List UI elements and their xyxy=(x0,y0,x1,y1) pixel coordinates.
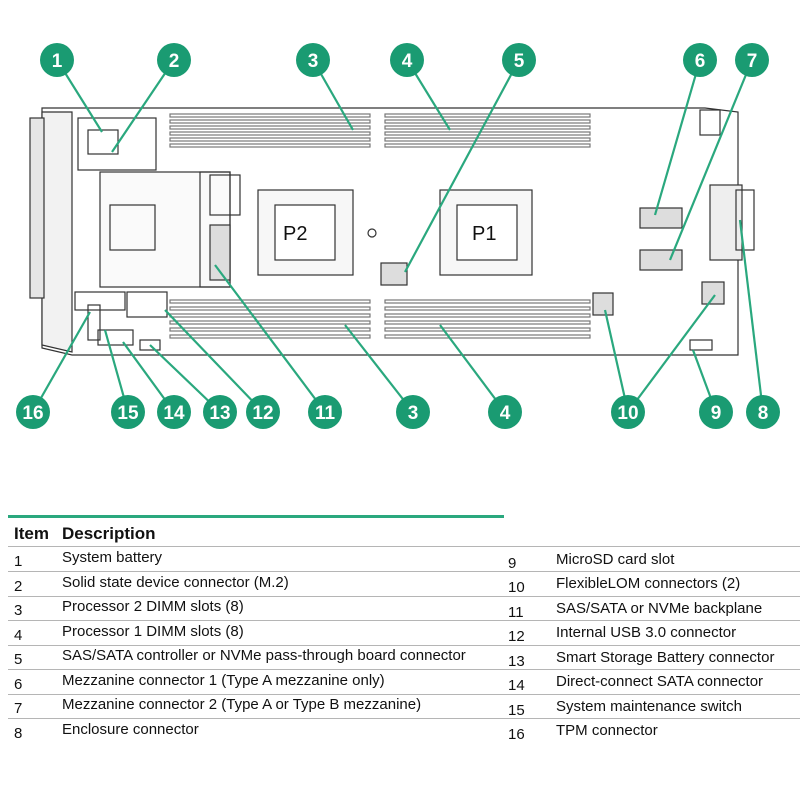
callout-1: 1 xyxy=(40,43,74,77)
dimm-slots-p2-bottom xyxy=(169,299,371,339)
callout-9: 9 xyxy=(699,395,733,429)
callout-2: 2 xyxy=(157,43,191,77)
processor-2-label: P2 xyxy=(283,223,307,245)
callout-3-top: 3 xyxy=(296,43,330,77)
callout-10: 10 xyxy=(611,395,645,429)
legend-header-rule xyxy=(8,515,504,518)
callout-3-bottom: 3 xyxy=(396,395,430,429)
svg-text:12: 12 xyxy=(252,403,273,424)
legend-header-description: Description xyxy=(62,524,156,543)
svg-text:8: 8 xyxy=(758,403,769,424)
svg-text:5: 5 xyxy=(514,51,525,72)
dimm-slots-p1-bottom xyxy=(384,299,591,339)
svg-text:15: 15 xyxy=(117,403,139,424)
callout-4-bottom: 4 xyxy=(488,395,522,429)
svg-text:3: 3 xyxy=(408,403,419,424)
callout-11: 11 xyxy=(308,395,342,429)
callout-4-top: 4 xyxy=(390,43,424,77)
svg-text:1: 1 xyxy=(52,51,63,72)
svg-text:7: 7 xyxy=(747,51,758,72)
drive-cage xyxy=(99,171,231,288)
legend-header-item: Item xyxy=(14,524,49,543)
callout-7: 7 xyxy=(735,43,769,77)
board-outline xyxy=(41,107,739,356)
svg-text:9: 9 xyxy=(711,403,722,424)
callout-15: 15 xyxy=(111,395,145,429)
svg-text:6: 6 xyxy=(695,51,706,72)
system-board-diagram: P2 P1 1 2 3 4 5 6 7 16 15 14 13 12 11 3 … xyxy=(16,43,780,429)
svg-text:14: 14 xyxy=(163,403,185,424)
front-bezel xyxy=(41,111,73,353)
dimm-slots-p2-top xyxy=(169,113,371,148)
processor-1-label: P1 xyxy=(472,223,496,245)
callout-13: 13 xyxy=(203,395,237,429)
callout-5: 5 xyxy=(502,43,536,77)
svg-text:10: 10 xyxy=(617,403,638,424)
callout-14: 14 xyxy=(157,395,191,429)
svg-text:13: 13 xyxy=(209,403,230,424)
svg-text:4: 4 xyxy=(402,51,413,72)
svg-text:2: 2 xyxy=(169,51,180,72)
svg-text:16: 16 xyxy=(22,403,43,424)
callout-6: 6 xyxy=(683,43,717,77)
svg-text:4: 4 xyxy=(500,403,511,424)
callout-12: 12 xyxy=(246,395,280,429)
callout-16: 16 xyxy=(16,395,50,429)
svg-text:11: 11 xyxy=(315,403,336,424)
svg-text:3: 3 xyxy=(308,51,319,72)
callout-8: 8 xyxy=(746,395,780,429)
